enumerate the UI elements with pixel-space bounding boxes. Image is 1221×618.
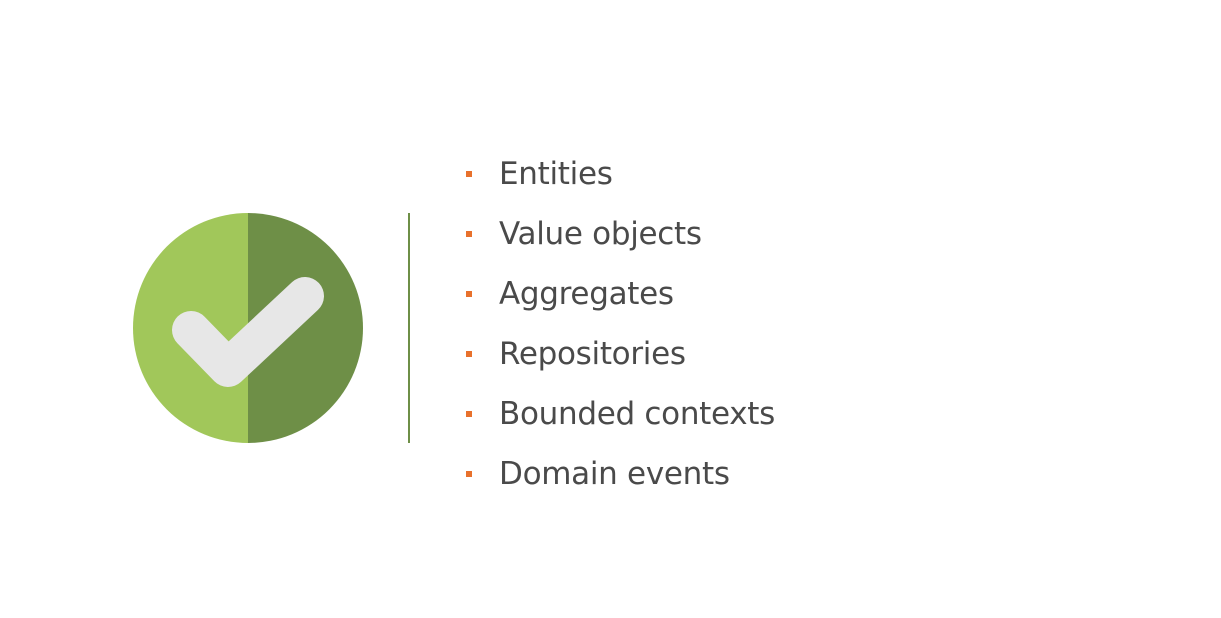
list-item: Bounded contexts <box>466 384 775 444</box>
bullet-marker <box>466 351 472 357</box>
list-item-text: Repositories <box>499 336 686 372</box>
list-item-text: Value objects <box>499 216 702 252</box>
check-mark-icon <box>172 277 324 387</box>
list-item-text: Aggregates <box>499 276 674 312</box>
list-item: Entities <box>466 144 775 204</box>
bullet-list: Entities Value objects Aggregates Reposi… <box>466 144 775 504</box>
bullet-marker <box>466 291 472 297</box>
list-item: Domain events <box>466 444 775 504</box>
list-item-text: Bounded contexts <box>499 396 776 432</box>
bullet-marker <box>466 411 472 417</box>
list-item-text: Domain events <box>499 456 730 492</box>
bullet-marker <box>466 171 472 177</box>
list-item: Aggregates <box>466 264 775 324</box>
list-item-text: Entities <box>499 156 613 192</box>
bullet-marker <box>466 231 472 237</box>
list-item: Repositories <box>466 324 775 384</box>
bullet-marker <box>466 471 472 477</box>
vertical-divider <box>408 213 410 443</box>
check-badge <box>133 213 363 443</box>
badge-right-half <box>248 213 363 443</box>
list-item: Value objects <box>466 204 775 264</box>
